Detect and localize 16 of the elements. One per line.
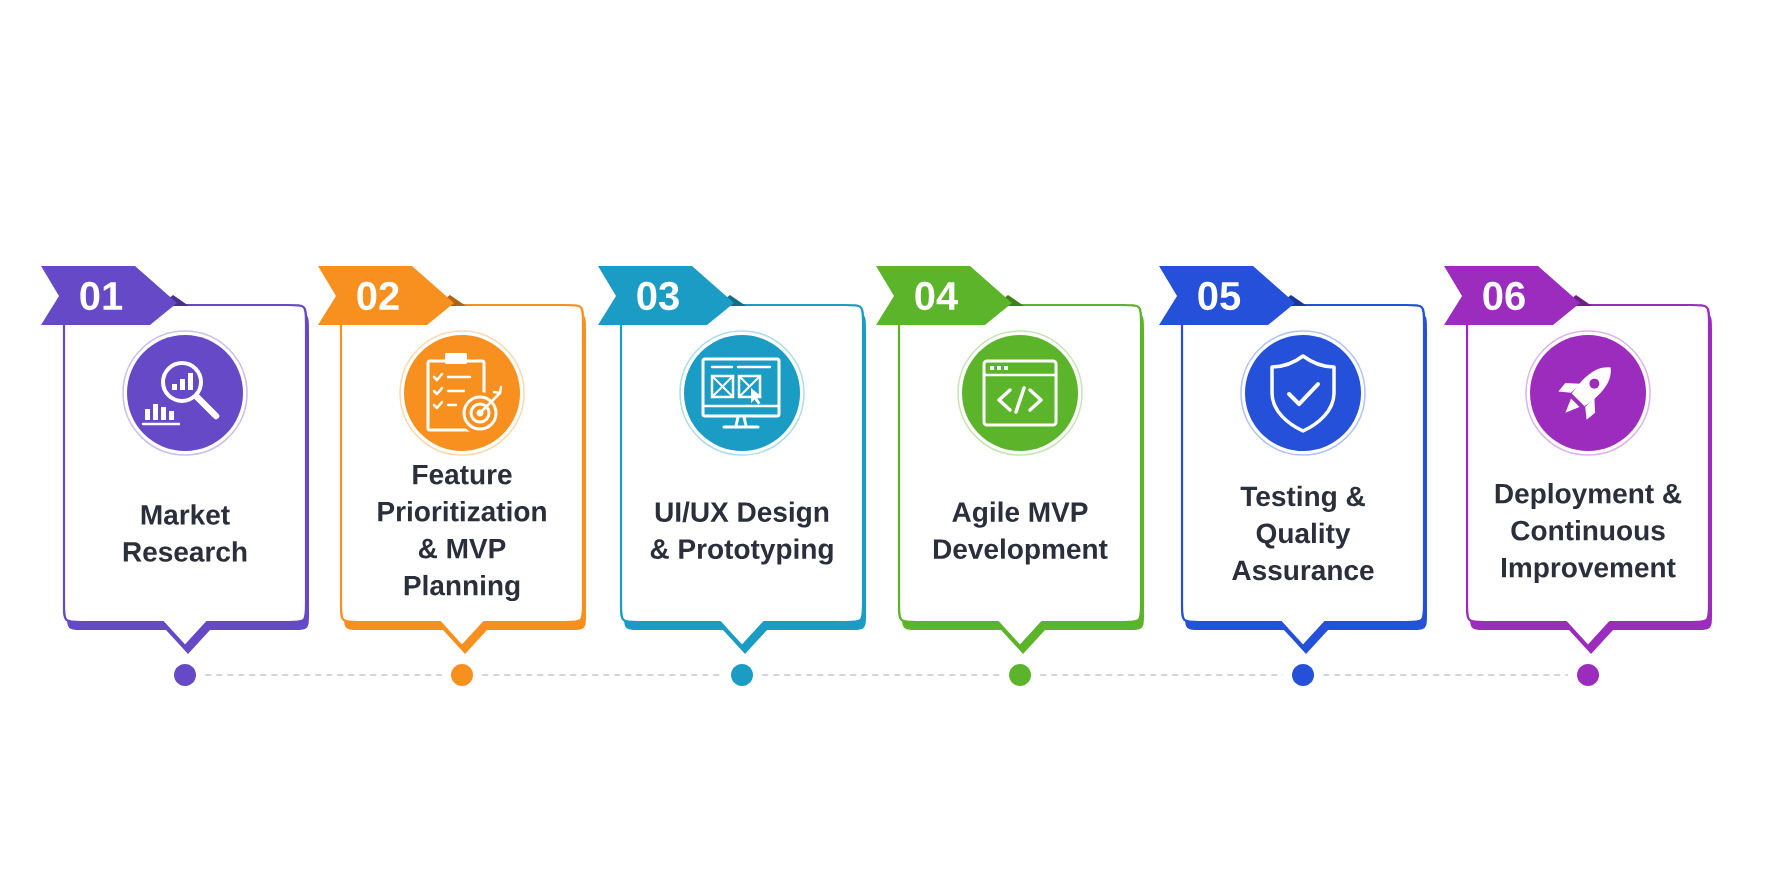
timeline-dot: [731, 664, 753, 686]
dashed-line: [1322, 674, 1569, 676]
number-ribbon: 03: [598, 266, 746, 325]
number-ribbon: 01: [41, 266, 189, 325]
number-ribbon: 06: [1444, 266, 1592, 325]
timeline-dot: [1577, 664, 1599, 686]
dashed-line: [1039, 674, 1284, 676]
timeline-dot: [1009, 664, 1031, 686]
timeline-dot: [1292, 664, 1314, 686]
number-ribbon: 04: [876, 266, 1024, 325]
dashed-line: [204, 674, 443, 676]
dashed-line: [761, 674, 1001, 676]
number-ribbon: 02: [318, 266, 466, 325]
timeline-dot: [451, 664, 473, 686]
number-ribbon: 05: [1159, 266, 1307, 325]
timeline-dot: [174, 664, 196, 686]
